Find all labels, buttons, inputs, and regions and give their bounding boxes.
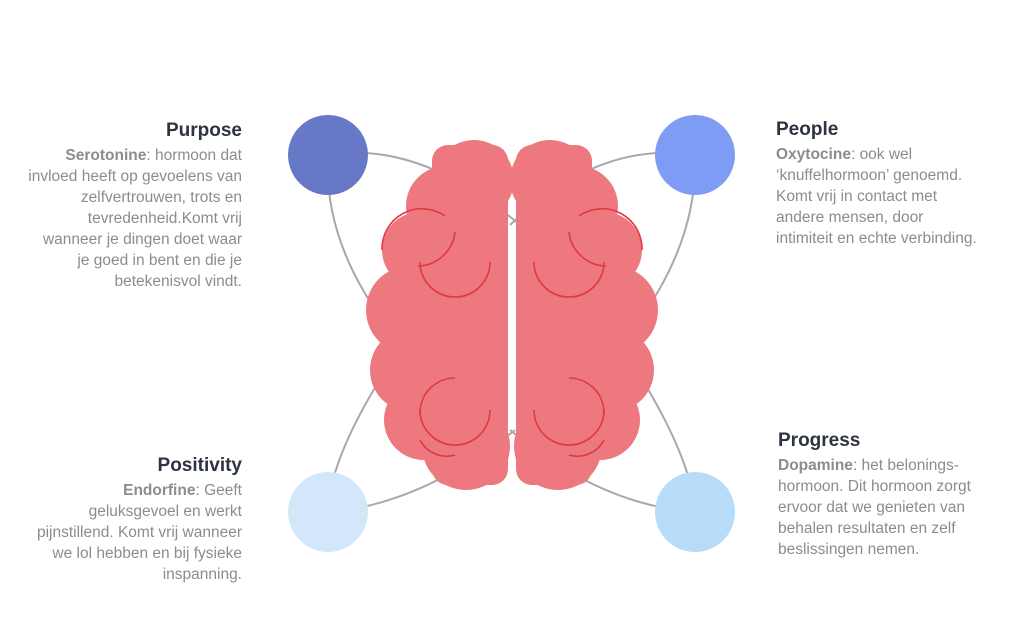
people-description: Oxytocine: ook wel ‘knuffelhormoon’ geno… xyxy=(776,144,982,249)
brain-right-hemisphere xyxy=(510,140,658,490)
purpose-title: Purpose xyxy=(165,120,242,141)
positivity-circle xyxy=(288,472,368,552)
brain-icon xyxy=(366,140,658,490)
brain-left-hemisphere xyxy=(366,140,514,490)
positivity-title: Positivity xyxy=(157,455,242,476)
progress-hormone: Dopamine xyxy=(778,457,853,474)
progress-title: Progress xyxy=(778,430,861,451)
purpose-description: Serotonine: hormoon dat invloed heeft op… xyxy=(28,145,242,292)
people-hormone: Oxytocine xyxy=(776,146,851,163)
people-circle xyxy=(655,115,735,195)
people-block: People Oxytocine: ook wel ‘knuffelhormoo… xyxy=(776,119,982,249)
progress-text: : het belonings-hormoon. Dit hormoon zor… xyxy=(778,457,971,558)
purpose-hormone: Serotonine xyxy=(65,147,147,164)
positivity-block: Positivity Endorfine: Geeft geluksgevoel… xyxy=(36,455,242,585)
progress-circle xyxy=(655,472,735,552)
brain-folds xyxy=(381,207,643,457)
purpose-block: Purpose Serotonine: hormoon dat invloed … xyxy=(28,120,242,292)
people-text: : ook wel ‘knuffelhormoon’ genoemd. Komt… xyxy=(776,146,977,247)
progress-block: Progress Dopamine: het belonings-hormoon… xyxy=(778,430,992,560)
positivity-text: : Geeft geluksgevoel en werkt pijnstille… xyxy=(36,482,242,583)
purpose-text: : hormoon dat invloed heeft op gevoelens… xyxy=(28,147,242,290)
people-title: People xyxy=(776,119,839,140)
positivity-hormone: Endorfine xyxy=(123,482,196,499)
progress-description: Dopamine: het belonings-hormoon. Dit hor… xyxy=(778,455,992,560)
purpose-circle xyxy=(288,115,368,195)
positivity-description: Endorfine: Geeft geluksgevoel en werkt p… xyxy=(36,480,242,585)
